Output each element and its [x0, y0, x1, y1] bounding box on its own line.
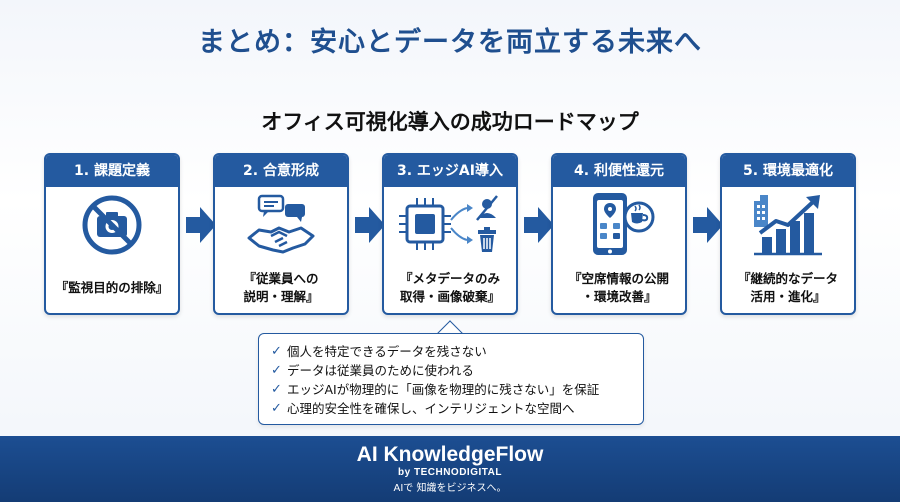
- arrow-right-icon: [355, 207, 385, 243]
- step-text: 『従業員への説明・理解』: [243, 271, 319, 304]
- check-icon: ✓: [271, 363, 282, 378]
- step-card-3: 3. エッジAI導入: [382, 153, 518, 315]
- checklist-item: ✓個人を特定できるデータを残さない: [271, 344, 487, 359]
- step-text: 『メタデータのみ取得・画像破棄』: [399, 271, 500, 304]
- arrow-right-icon: [693, 207, 723, 243]
- check-icon: ✓: [271, 344, 282, 359]
- step-text: 『継続的なデータ活用・進化』: [737, 271, 838, 304]
- roadmap-subtitle: オフィス可視化導入の成功ロードマップ: [261, 110, 639, 134]
- step-card-1: 1. 課題定義 『監視目的の排除』: [44, 153, 180, 315]
- step-title: 3. エッジAI導入: [384, 155, 516, 187]
- handshake-speech-icon: [215, 187, 347, 263]
- step-card-2: 2. 合意形成 『従業員への説明・理解』: [213, 153, 349, 315]
- arrow-right-icon: [186, 207, 216, 243]
- brand-name: AI KnowledgeFlow: [356, 443, 544, 466]
- checklist-callout: ✓個人を特定できるデータを残さない ✓データは従業員のために使われる ✓エッジA…: [258, 333, 644, 425]
- brand-tagline: AIで 知識をビジネスへ。: [393, 483, 507, 494]
- step-card-4: 4. 利便性還元 『空席情報の公開・環境改善』: [551, 153, 687, 315]
- smartphone-seats-icon: [553, 187, 685, 263]
- arrow-right-icon: [524, 207, 554, 243]
- step-text: 『空席情報の公開・環境改善』: [568, 271, 669, 304]
- step-title: 5. 環境最適化: [722, 155, 854, 187]
- checklist-item: ✓データは従業員のために使われる: [271, 363, 474, 378]
- check-icon: ✓: [271, 382, 282, 397]
- step-card-5: 5. 環境最適化 『継続的なデータ活用・進化』: [720, 153, 856, 315]
- step-title: 4. 利便性還元: [553, 155, 685, 187]
- roadmap-steps: 1. 課題定義 『監視目的の排除』 2. 合意形成: [44, 153, 856, 315]
- check-icon: ✓: [271, 401, 282, 416]
- checklist-item: ✓エッジAIが物理的に「画像を物理的に残さない」を保証: [271, 382, 600, 397]
- step-title: 2. 合意形成: [215, 155, 347, 187]
- brand-byline: by TECHNODIGITAL: [398, 467, 502, 478]
- no-camera-icon: [46, 187, 178, 263]
- step-title: 1. 課題定義: [46, 155, 178, 187]
- step-text: 『監視目的の排除』: [55, 280, 169, 295]
- checklist-item: ✓心理的安全性を確保し、インテリジェントな空間へ: [271, 401, 575, 416]
- growth-chart-icon: [722, 187, 854, 263]
- chip-trash-icon: [384, 187, 516, 263]
- footer-banner: AI KnowledgeFlow by TECHNODIGITAL AIで 知識…: [0, 436, 900, 502]
- main-title: まとめ：安心とデータを両立する未来へ: [198, 27, 702, 58]
